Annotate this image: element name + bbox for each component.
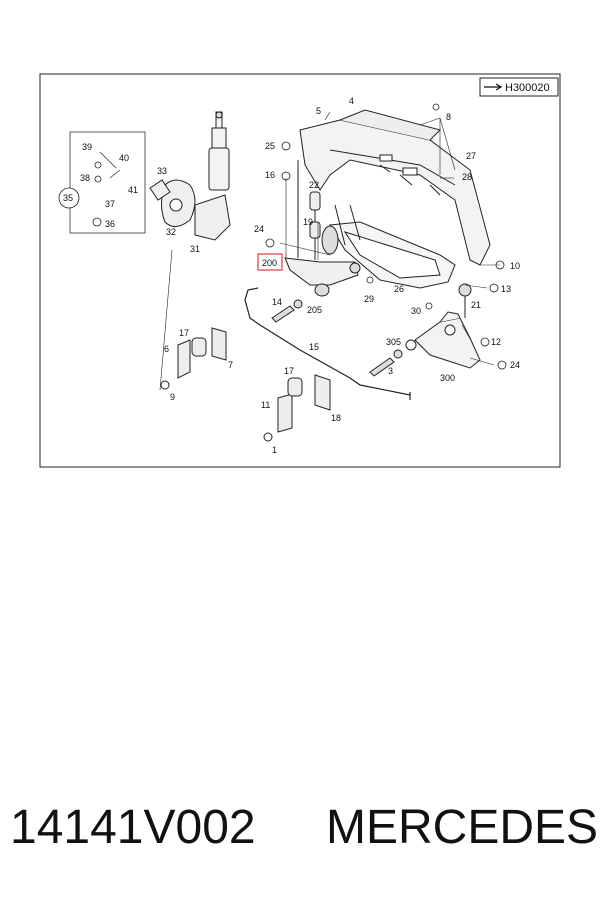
parts-diagram: H300020	[39, 73, 561, 468]
rear-subframe	[299, 109, 491, 266]
callout-9: 9	[170, 392, 175, 402]
callout-17a: 17	[179, 328, 189, 338]
part-number: 14141V002	[10, 801, 256, 854]
stabilizer-bar	[244, 287, 411, 400]
callout-6: 6	[164, 344, 169, 354]
shock-absorber	[208, 111, 230, 191]
callout-24b: 24	[510, 360, 520, 370]
callout-10: 10	[510, 261, 520, 271]
callout-24a: 24	[254, 224, 264, 234]
callout-200: 200	[262, 258, 277, 268]
callout-36: 36	[105, 219, 115, 229]
callout-41: 41	[128, 185, 138, 195]
callout-5: 5	[316, 106, 321, 116]
callout-39: 39	[82, 142, 92, 152]
callout-32: 32	[166, 227, 176, 237]
callout-35-circle	[58, 187, 80, 209]
callout-38: 38	[80, 173, 90, 183]
bracket-300	[414, 283, 481, 369]
callout-25: 25	[265, 141, 275, 151]
callout-3: 3	[388, 366, 393, 376]
callout-4: 4	[349, 96, 354, 106]
stabilizer-mount-left	[160, 327, 227, 390]
callout-7: 7	[228, 360, 233, 370]
callout-17b: 17	[284, 366, 294, 376]
lower-control-arm	[321, 204, 456, 289]
callout-29: 29	[364, 294, 374, 304]
callout-12: 12	[491, 337, 501, 347]
bolts	[271, 299, 417, 377]
callout-22: 22	[309, 180, 319, 190]
callout-30: 30	[411, 306, 421, 316]
callout-27: 27	[466, 151, 476, 161]
callout-15: 15	[309, 342, 319, 352]
callout-16: 16	[265, 170, 275, 180]
callout-1: 1	[272, 445, 277, 455]
reference-code: H300020	[505, 82, 550, 94]
callout-300: 300	[440, 373, 455, 383]
callout-11: 11	[261, 400, 270, 410]
callout-305: 305	[386, 337, 401, 347]
callout-33: 33	[157, 166, 167, 176]
callout-31: 31	[190, 244, 200, 254]
fasteners	[92, 103, 507, 370]
callout-35: 35	[63, 193, 73, 203]
vertical-link	[297, 160, 321, 260]
reference-code-box: H300020	[479, 77, 559, 97]
leader-lines	[99, 111, 500, 391]
callout-18: 18	[331, 413, 341, 423]
callout-13: 13	[501, 284, 511, 294]
carrier-parts	[149, 179, 231, 241]
stabilizer-mount-right	[263, 374, 331, 442]
brand-name: MERCEDES	[326, 801, 599, 854]
highlight-200	[257, 253, 283, 271]
callout-40: 40	[119, 153, 129, 163]
callout-26: 26	[394, 284, 404, 294]
callout-37: 37	[105, 199, 115, 209]
callout-21: 21	[471, 300, 481, 310]
callout-205: 205	[307, 305, 322, 315]
callout-8: 8	[446, 112, 451, 122]
callout-labels: 4 5 8 25 27 28 16 22 19 24 200 10 26 13 …	[63, 96, 520, 455]
callout-14: 14	[272, 297, 282, 307]
callout-19: 19	[303, 217, 313, 227]
callout-28: 28	[462, 172, 472, 182]
inset-box	[69, 131, 146, 234]
upper-link-200	[284, 257, 361, 297]
